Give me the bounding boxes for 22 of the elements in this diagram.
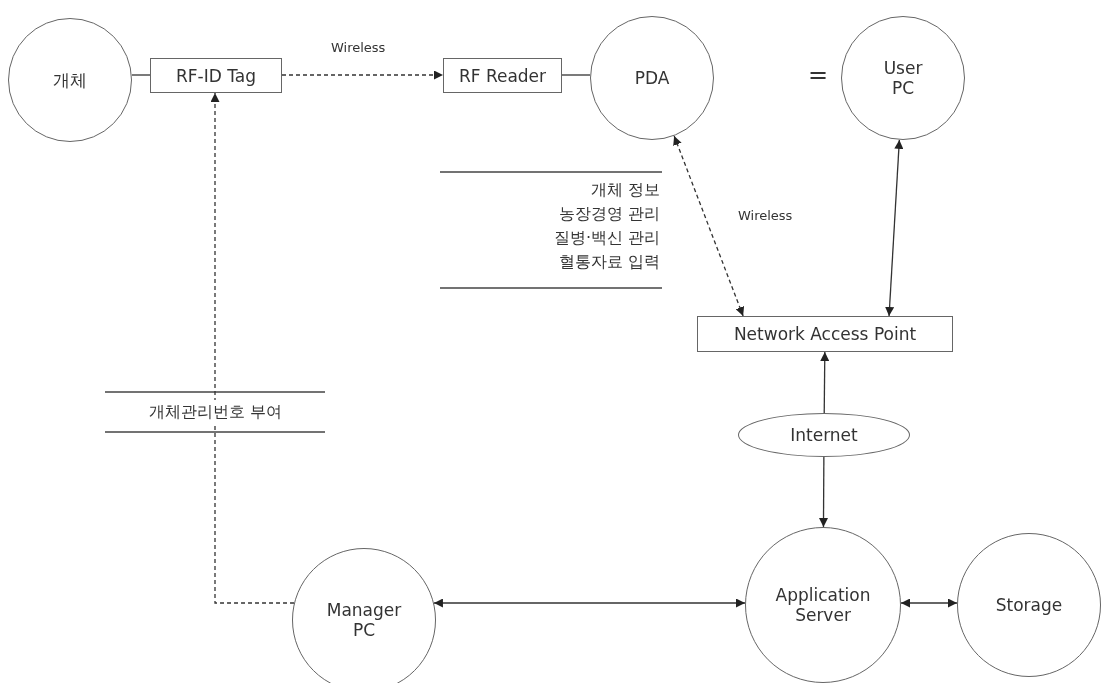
connector-line [131,74,151,76]
arrow [433,598,746,608]
circle-node: 개체 [8,18,132,142]
dashed-arrow [210,92,295,604]
arrow [819,456,828,528]
circle-node: User PC [841,16,965,140]
connector-line [561,74,591,76]
arrow [885,139,904,317]
wireless-label: Wireless [736,207,795,223]
dashed-arrow [673,135,745,317]
process-box: RF-ID Tag [150,58,282,93]
circle-node: Storage [957,533,1101,677]
circle-node: Application Server [745,527,901,683]
process-box: RF Reader [443,58,562,93]
circle-node: Manager PC [292,548,436,683]
wireless-label: Wireless [329,39,388,55]
arrow [900,598,958,608]
circle-node: PDA [590,16,714,140]
process-box: Network Access Point [697,316,953,352]
dashed-arrow [281,70,444,80]
ellipse-node: Internet [738,413,910,457]
arrow [820,351,830,414]
